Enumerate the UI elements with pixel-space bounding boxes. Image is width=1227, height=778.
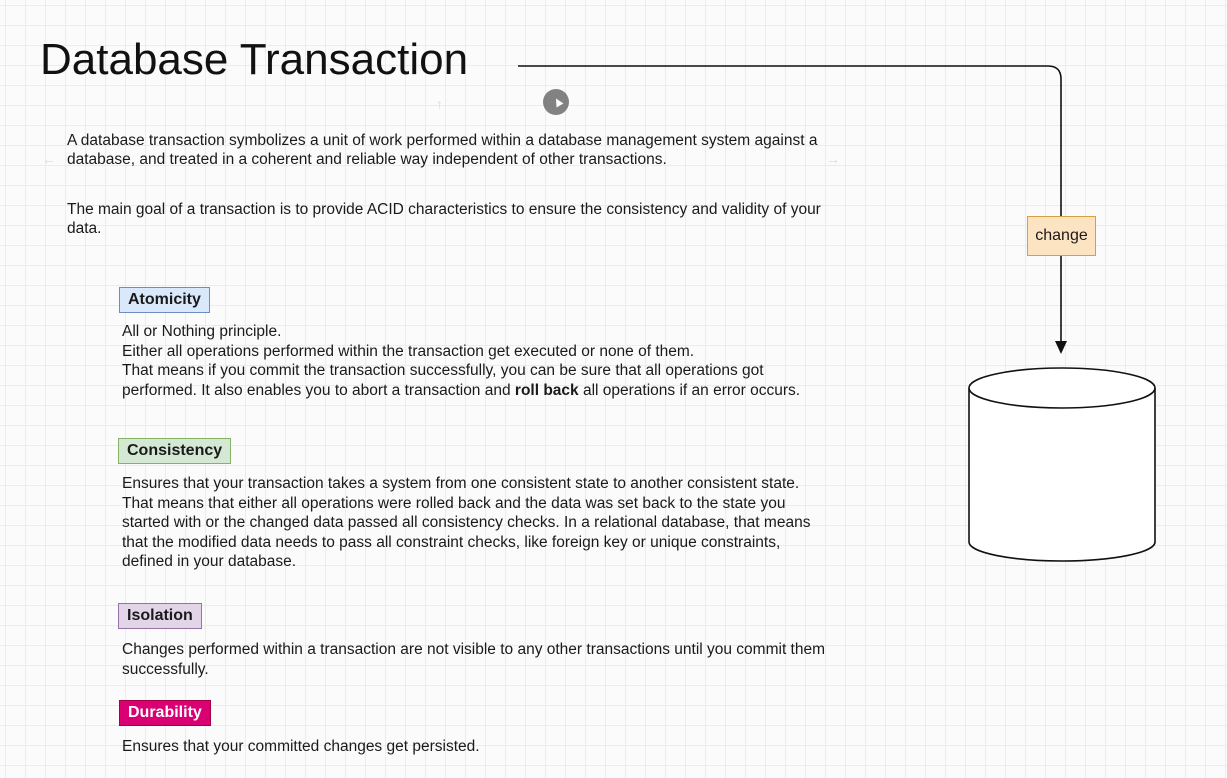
arrow-left-hint-icon[interactable]: ← bbox=[42, 151, 56, 167]
atomicity-badge[interactable]: Atomicity bbox=[119, 287, 210, 313]
consistency-line: Ensures that your transaction takes a sy… bbox=[122, 475, 800, 492]
isolation-badge[interactable]: Isolation bbox=[118, 603, 202, 629]
database-cylinder[interactable] bbox=[968, 367, 1156, 562]
atomicity-description[interactable]: All or Nothing principle. Either all ope… bbox=[122, 322, 862, 400]
atomicity-line: performed. It also enables you to abort … bbox=[122, 381, 862, 401]
atomicity-line: Either all operations performed within t… bbox=[122, 342, 695, 360]
intro-paragraph-goal[interactable]: The main goal of a transaction is to pro… bbox=[67, 201, 821, 237]
roll-back-emphasis: roll back bbox=[514, 381, 579, 399]
isolation-line: Changes performed within a transaction a… bbox=[122, 641, 826, 658]
atomicity-text: all operations if an error occurs. bbox=[578, 381, 801, 399]
cylinder-top bbox=[968, 367, 1156, 409]
consistency-line: That means that either all operations we… bbox=[122, 494, 786, 512]
arrow-right-hint-icon[interactable]: → bbox=[826, 151, 840, 167]
consistency-line: that the modified data needs to pass all… bbox=[122, 533, 781, 551]
durability-description[interactable]: Ensures that your committed changes get … bbox=[122, 737, 882, 757]
change-edge-label[interactable]: change bbox=[1027, 216, 1096, 256]
durability-line: Ensures that your committed changes get … bbox=[122, 738, 480, 755]
arrow-up-hint-icon[interactable]: ↑ bbox=[436, 96, 443, 112]
consistency-line: defined in your database. bbox=[122, 553, 297, 570]
isolation-description[interactable]: Changes performed within a transaction a… bbox=[122, 640, 882, 679]
consistency-description[interactable]: Ensures that your transaction takes a sy… bbox=[122, 474, 872, 572]
cylinder-body bbox=[968, 388, 1156, 562]
durability-badge[interactable]: Durability bbox=[119, 700, 211, 726]
mouse-cursor-icon bbox=[543, 89, 569, 115]
connector-arrowhead-icon bbox=[1055, 341, 1067, 354]
atomicity-line: All or Nothing principle. bbox=[122, 323, 282, 340]
page-title[interactable]: Database Transaction bbox=[40, 35, 469, 84]
consistency-badge[interactable]: Consistency bbox=[118, 438, 232, 464]
intro-paragraph-definition[interactable]: A database transaction symbolizes a unit… bbox=[67, 132, 818, 168]
atomicity-text: performed. It also enables you to abort … bbox=[122, 381, 515, 399]
atomicity-line: That means if you commit the transaction… bbox=[122, 362, 764, 379]
change-connector-edge[interactable] bbox=[518, 65, 1062, 345]
isolation-line: successfully. bbox=[122, 660, 209, 678]
consistency-line: started with or the changed data passed … bbox=[122, 514, 811, 531]
